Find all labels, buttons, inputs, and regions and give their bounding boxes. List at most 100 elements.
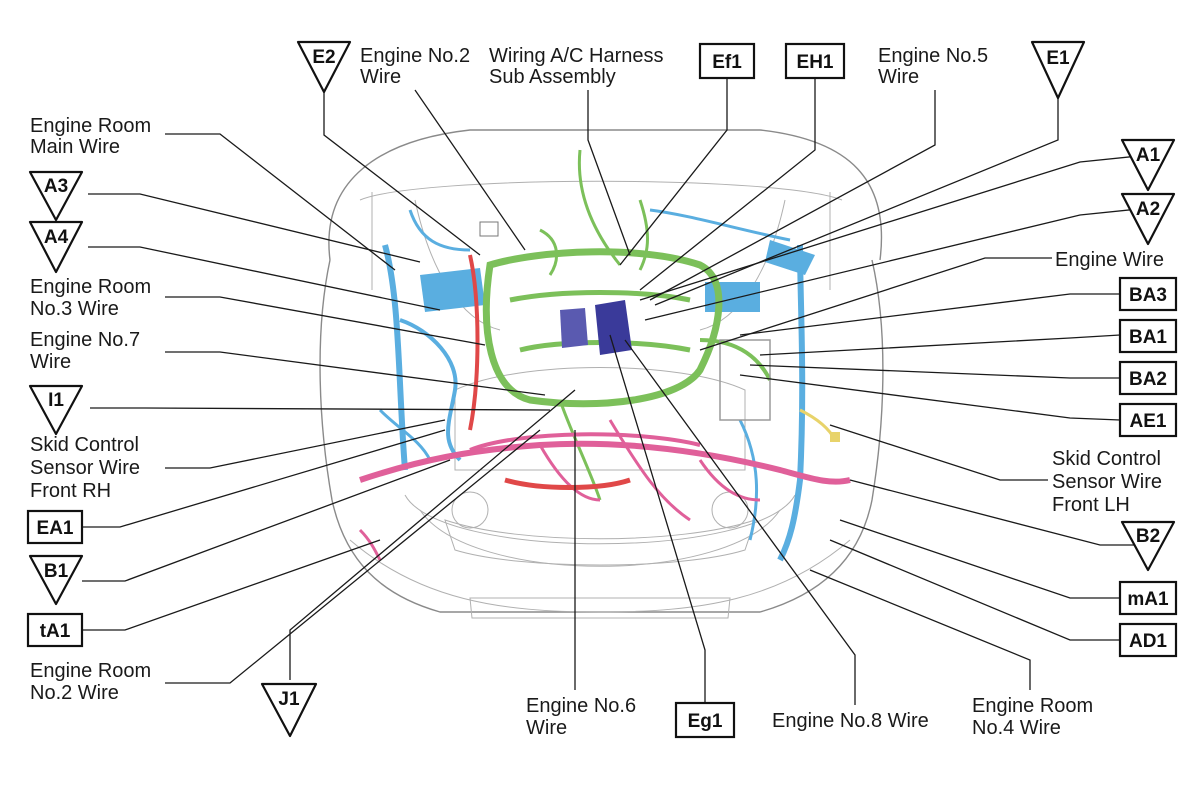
- svg-text:Wire: Wire: [30, 351, 71, 373]
- connector-code: EA1: [37, 518, 74, 539]
- label-skid-control-lh: Skid Control Sensor Wire Front LH: [1052, 448, 1162, 516]
- svg-text:Engine No.5: Engine No.5: [878, 45, 988, 67]
- svg-text:Front LH: Front LH: [1052, 494, 1130, 516]
- svg-text:Engine No.7: Engine No.7: [30, 329, 140, 351]
- harness-red: [468, 254, 631, 490]
- label-line: Front RH: [30, 480, 111, 502]
- svg-text:Engine Room: Engine Room: [30, 660, 151, 682]
- connector-mA1: mA1: [1118, 580, 1178, 616]
- ground-point-I1: I1: [28, 384, 84, 436]
- ground-point-B2: B2: [1120, 520, 1176, 572]
- connector-Eg1: Eg1: [674, 701, 736, 739]
- svg-text:Engine No.6: Engine No.6: [526, 695, 636, 717]
- svg-text:Sensor Wire: Sensor Wire: [1052, 471, 1162, 493]
- connector-code: Eg1: [688, 711, 723, 732]
- ground-point-A4: A4: [28, 220, 84, 274]
- label-line: Skid Control: [1052, 448, 1161, 470]
- connector-BA2: BA2: [1118, 360, 1178, 396]
- label-engine-no6-wire: Engine No.6 Wire: [526, 695, 636, 739]
- harness-pink: [358, 419, 851, 561]
- connector-code: BA1: [1129, 327, 1167, 348]
- label-engine-wire: Engine Wire: [1055, 249, 1164, 271]
- svg-text:Wire: Wire: [360, 66, 401, 88]
- label-engine-no7-wire: Engine No.7 Wire: [30, 329, 140, 373]
- ground-point-B1: B1: [28, 554, 84, 606]
- ground-point-code: A4: [44, 227, 69, 248]
- label-line: No.4 Wire: [972, 717, 1061, 739]
- harness-yellow: [799, 408, 840, 442]
- label-line: Engine No.8 Wire: [772, 710, 929, 732]
- svg-text:Wiring A/C Harness: Wiring A/C Harness: [489, 45, 664, 67]
- ground-point-code: B2: [1136, 526, 1160, 547]
- ground-point-J1: J1: [260, 682, 318, 738]
- svg-text:Engine Room: Engine Room: [30, 115, 151, 137]
- ground-point-A1: A1: [1120, 138, 1176, 192]
- svg-text:No.4 Wire: No.4 Wire: [972, 717, 1061, 739]
- label-line: Sensor Wire: [1052, 471, 1162, 493]
- label-line: Wire: [878, 66, 919, 88]
- label-wiring-ac-harness: Wiring A/C Harness Sub Assembly: [489, 45, 664, 88]
- label-skid-control-rh: Skid Control Sensor Wire Front RH: [30, 434, 140, 502]
- svg-text:Skid Control: Skid Control: [30, 434, 139, 456]
- connector-BA3: BA3: [1118, 276, 1178, 312]
- connector-code: Ef1: [712, 52, 742, 73]
- label-line: Sub Assembly: [489, 66, 616, 88]
- svg-text:Main Wire: Main Wire: [30, 136, 120, 158]
- connector-code: tA1: [40, 621, 71, 642]
- label-line: Wire: [360, 66, 401, 88]
- connector-code: BA2: [1129, 369, 1167, 390]
- connector-Ef1: Ef1: [698, 42, 756, 80]
- svg-text:Sensor Wire: Sensor Wire: [30, 457, 140, 479]
- svg-text:No.3 Wire: No.3 Wire: [30, 298, 119, 320]
- connector-EA1: EA1: [26, 509, 84, 545]
- label-line: Engine Room: [30, 115, 151, 137]
- vehicle-outline: [319, 129, 884, 619]
- harness-misc: [479, 221, 771, 421]
- label-line: Skid Control: [30, 434, 139, 456]
- connector-tA1: tA1: [26, 612, 84, 648]
- leader-lines: [82, 78, 1149, 705]
- label-line: Main Wire: [30, 136, 120, 158]
- label-line: Engine No.5: [878, 45, 988, 67]
- ground-point-code: B1: [44, 561, 69, 582]
- svg-text:Wire: Wire: [878, 66, 919, 88]
- ground-point-code: E2: [312, 47, 335, 68]
- connector-AE1: AE1: [1118, 402, 1178, 438]
- ground-point-code: A1: [1136, 145, 1161, 166]
- connector-EH1: EH1: [784, 42, 846, 80]
- harness-navy: [560, 300, 632, 355]
- svg-text:Wire: Wire: [526, 717, 567, 739]
- label-line: No.2 Wire: [30, 682, 119, 704]
- label-line: Engine Room: [30, 660, 151, 682]
- svg-text:Front RH: Front RH: [30, 480, 111, 502]
- label-line: Front LH: [1052, 494, 1130, 516]
- svg-text:Engine No.8 Wire: Engine No.8 Wire: [772, 710, 929, 732]
- ground-point-E1: E1: [1030, 40, 1086, 100]
- harness-green: [482, 149, 772, 501]
- connector-code: mA1: [1127, 589, 1169, 610]
- label-engine-room-no4-wire: Engine Room No.4 Wire: [972, 695, 1093, 739]
- label-line: Engine Room: [30, 276, 151, 298]
- label-line: Wire: [30, 351, 71, 373]
- svg-text:Skid Control: Skid Control: [1052, 448, 1161, 470]
- ground-point-code: J1: [278, 689, 300, 710]
- label-line: Wiring A/C Harness: [489, 45, 664, 67]
- label-line: Wire: [526, 717, 567, 739]
- svg-text:Engine No.2: Engine No.2: [360, 45, 470, 67]
- harness-blue-left: [378, 209, 485, 471]
- ground-point-code: A2: [1136, 199, 1160, 220]
- label-line: Engine Room: [972, 695, 1093, 717]
- label-engine-room-no3-wire: Engine Room No.3 Wire: [30, 276, 151, 320]
- svg-text:No.2 Wire: No.2 Wire: [30, 682, 119, 704]
- connector-code: BA3: [1129, 285, 1167, 306]
- label-engine-no2-wire: Engine No.2 Wire: [360, 45, 470, 88]
- connector-code: EH1: [797, 52, 834, 73]
- ground-point-A2: A2: [1120, 192, 1176, 246]
- svg-text:Engine Wire: Engine Wire: [1055, 249, 1164, 271]
- connector-AD1: AD1: [1118, 622, 1178, 658]
- ground-point-code: E1: [1046, 48, 1070, 69]
- label-line: Engine No.2: [360, 45, 470, 67]
- label-line: Engine No.6: [526, 695, 636, 717]
